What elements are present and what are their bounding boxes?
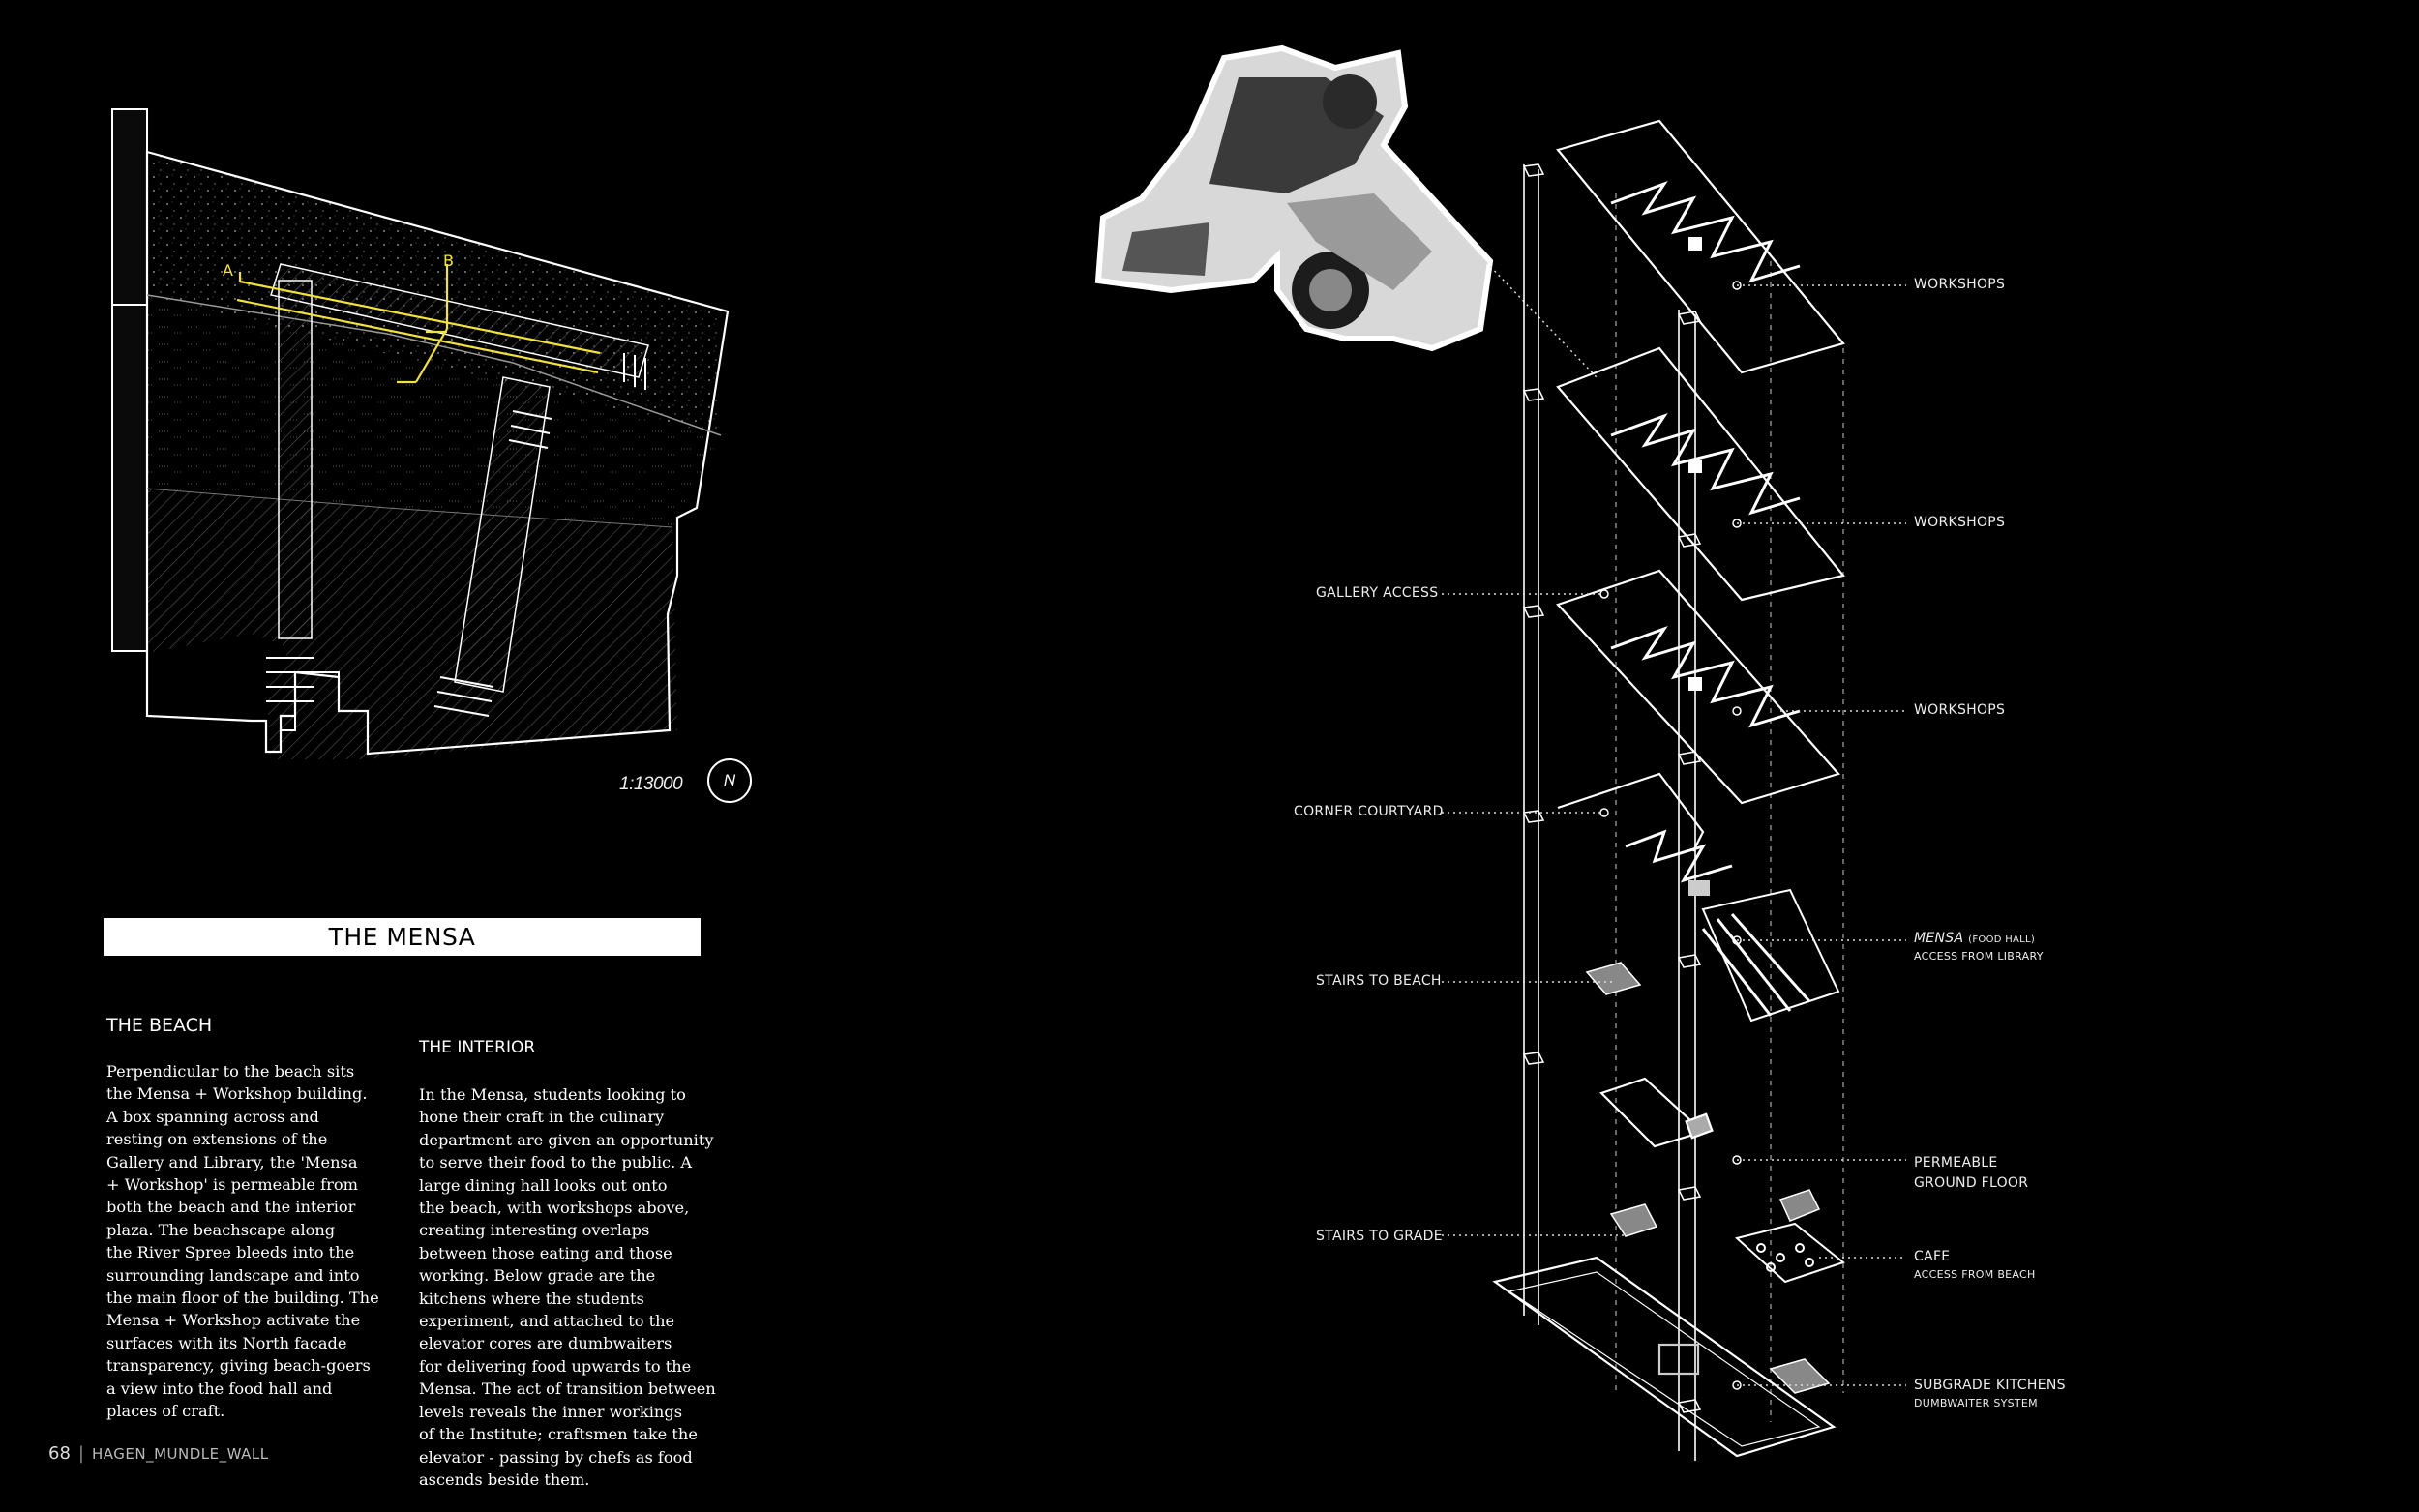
beach-paragraph: Perpendicular to the beach sits the Mens… bbox=[106, 1062, 379, 1421]
callout-leaders-left bbox=[1442, 593, 1630, 1236]
interior-heading: THE INTERIOR bbox=[419, 1038, 536, 1057]
project-name: HAGEN_MUNDLE_WALL bbox=[91, 1445, 269, 1463]
elevator-cores bbox=[1522, 163, 1702, 1413]
callout-permeable: PERMEABLE GROUND FLOOR bbox=[1914, 1153, 2028, 1194]
kitchens-sub: DUMBWAITER SYSTEM bbox=[1914, 1397, 2038, 1409]
callout-kitchens: SUBGRADE KITCHENS DUMBWAITER SYSTEM bbox=[1914, 1378, 2066, 1409]
permeable-line-1: PERMEABLE bbox=[1914, 1155, 1998, 1171]
vertical-cores bbox=[1523, 164, 1696, 1461]
cafe-plate bbox=[1734, 1222, 1846, 1284]
callout-stairs-to-beach: STAIRS TO BEACH bbox=[1316, 973, 1442, 989]
stair-pads bbox=[1585, 962, 1831, 1394]
beach-area bbox=[147, 152, 721, 435]
site-plan-drawing: A B bbox=[111, 108, 730, 759]
cafe-sub: ACCESS FROM BEACH bbox=[1914, 1268, 2036, 1281]
callout-corner-courtyard: CORNER COURTYARD bbox=[1294, 804, 1444, 819]
mensa-floor-plate bbox=[1701, 888, 1840, 1023]
section-mark-b: B bbox=[443, 252, 454, 270]
subgrade-kitchens-plate bbox=[1492, 1256, 1837, 1458]
callout-mensa: MENSA (FOOD HALL) ACCESS FROM LIBRARY bbox=[1914, 931, 2044, 963]
cafe-label: CAFE bbox=[1914, 1249, 1951, 1264]
alignment-lines bbox=[1615, 193, 1844, 1422]
page-title: THE MENSA bbox=[104, 918, 701, 956]
mensa-label: MENSA bbox=[1914, 931, 1964, 946]
section-line bbox=[236, 264, 601, 384]
mensa-building-footprint bbox=[270, 263, 649, 378]
worker-photo bbox=[1094, 44, 1494, 352]
page-footer: 68|HAGEN_MUNDLE_WALL bbox=[48, 1443, 269, 1464]
kitchens-label: SUBGRADE KITCHENS bbox=[1914, 1378, 2066, 1393]
adjacent-building bbox=[111, 108, 148, 652]
gallery-wing bbox=[278, 280, 313, 639]
callout-cafe: CAFE ACCESS FROM BEACH bbox=[1914, 1249, 2036, 1281]
library-wing bbox=[454, 376, 551, 693]
scale-label: 1:13000 bbox=[619, 774, 683, 794]
callout-workshops-1: WORKSHOPS bbox=[1914, 277, 2006, 292]
mensa-note: (FOOD HALL) bbox=[1968, 934, 2036, 945]
section-mark-a: A bbox=[223, 261, 233, 280]
north-arrow-icon: N bbox=[707, 758, 752, 803]
permeable-line-2: GROUND FLOOR bbox=[1914, 1175, 2029, 1191]
ground-floor-plate bbox=[1598, 1077, 1714, 1148]
page-number: 68 bbox=[48, 1443, 71, 1464]
callout-workshops-3: WORKSHOPS bbox=[1914, 702, 2006, 718]
interior-paragraph: In the Mensa, students looking to hone t… bbox=[419, 1085, 716, 1489]
mensa-sub: ACCESS FROM LIBRARY bbox=[1914, 950, 2044, 963]
callout-gallery-access: GALLERY ACCESS bbox=[1316, 585, 1439, 601]
beach-heading: THE BEACH bbox=[106, 1015, 213, 1036]
callout-stairs-to-grade: STAIRS TO GRADE bbox=[1316, 1229, 1443, 1244]
stairs bbox=[266, 353, 646, 717]
callout-workshops-2: WORKSHOPS bbox=[1914, 515, 2006, 530]
callout-leaders-right bbox=[1737, 284, 1906, 1386]
workshop-floor-plates bbox=[1556, 119, 1845, 852]
